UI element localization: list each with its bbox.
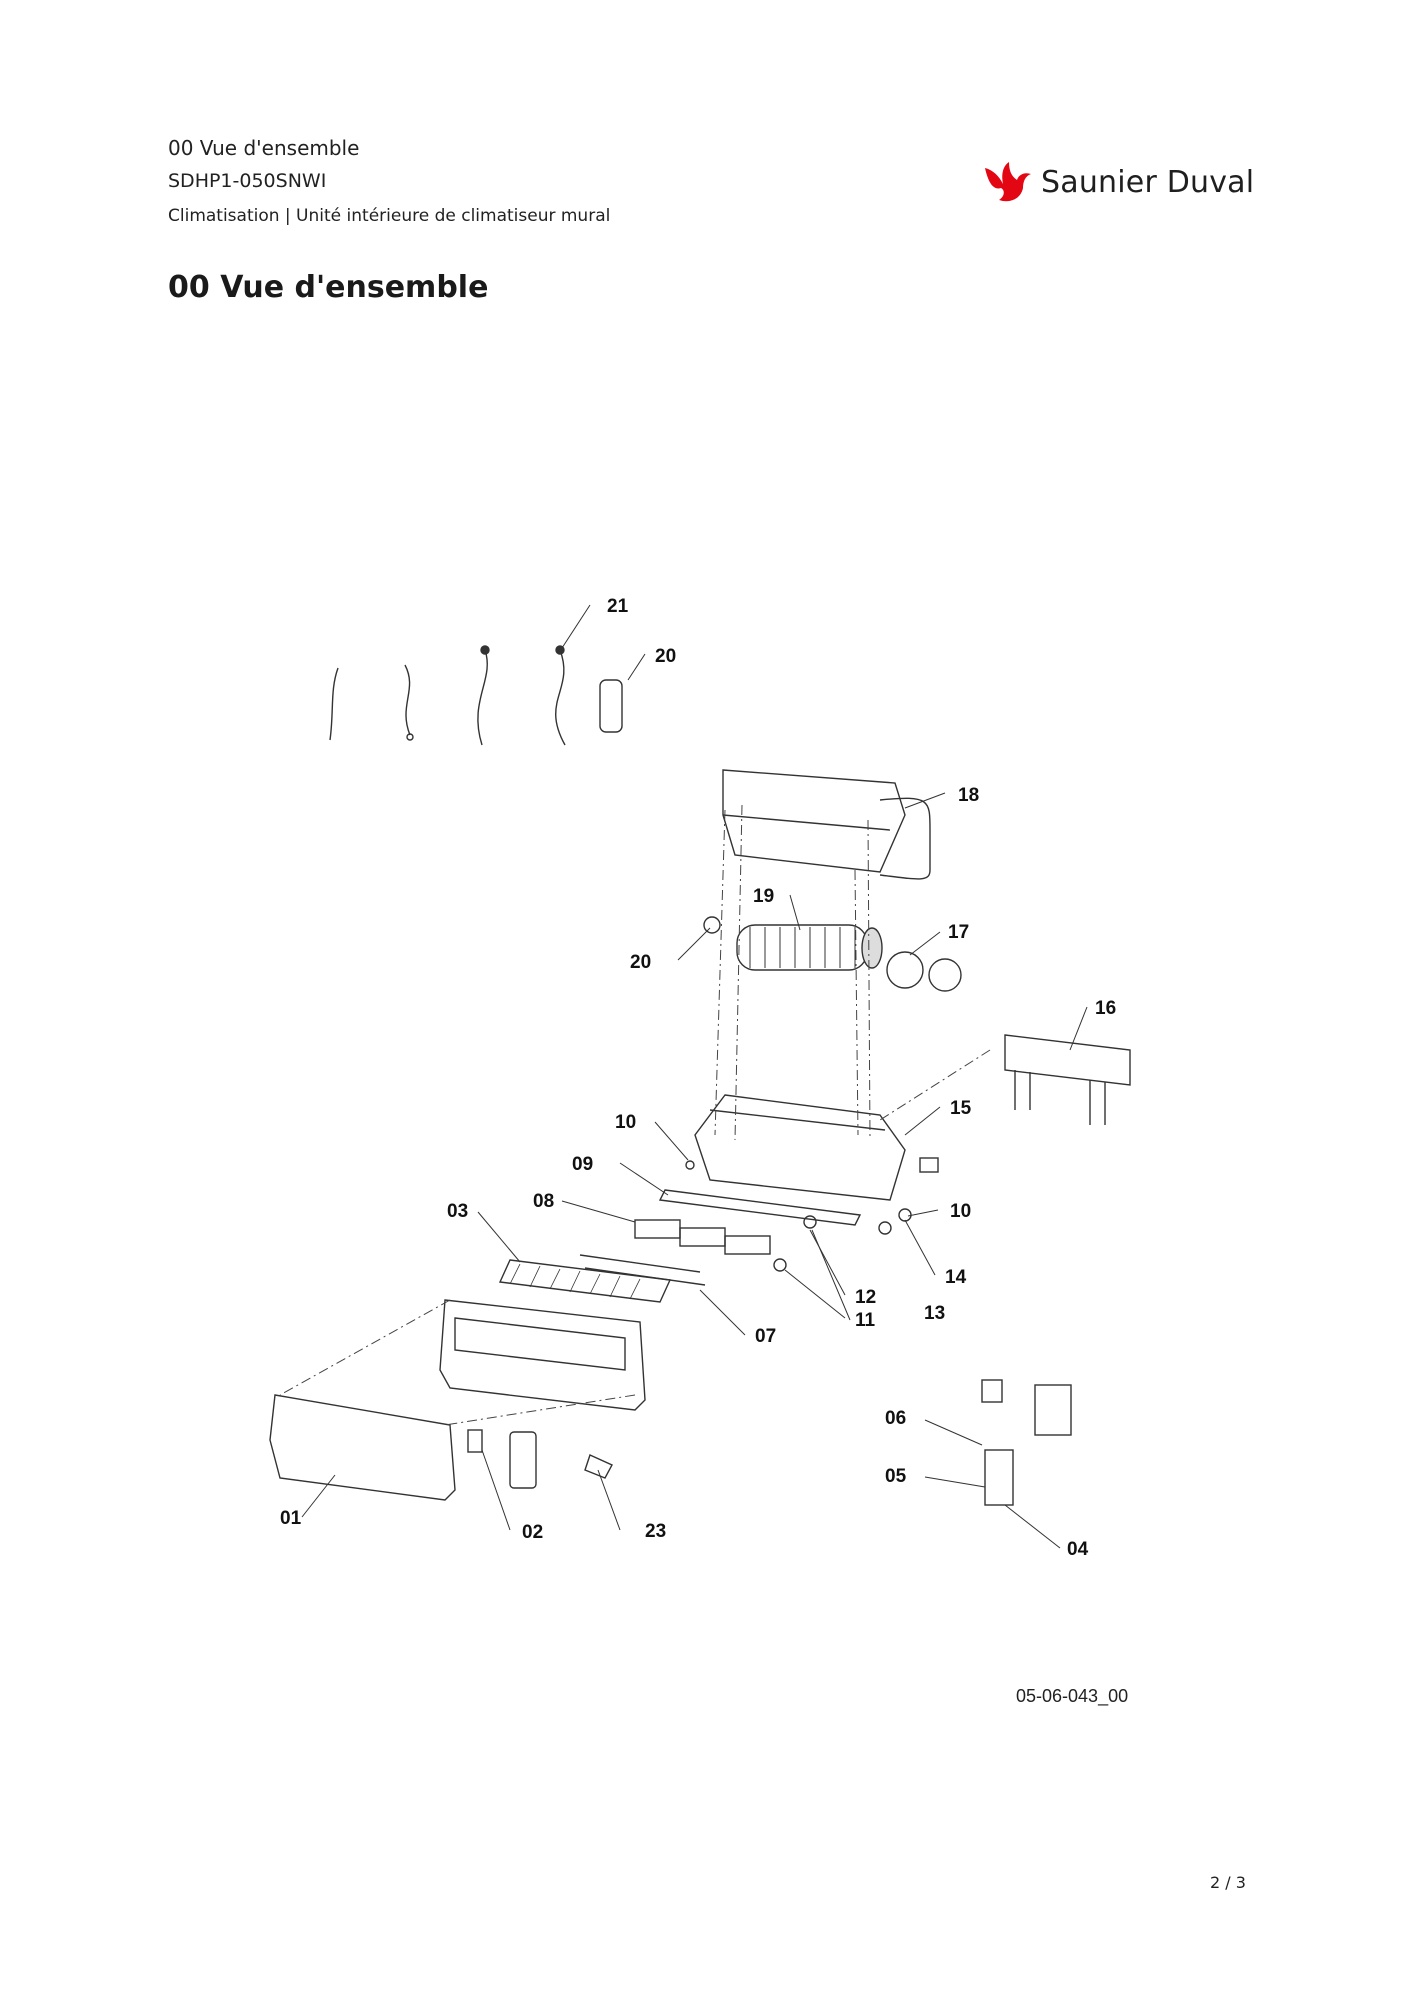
callout-15: 15 — [950, 1098, 972, 1119]
callout-21: 20 — [655, 646, 676, 667]
callout-01: 01 — [280, 1508, 302, 1529]
callout-04: 04 — [1067, 1539, 1089, 1560]
callout-12: 12 — [855, 1287, 876, 1308]
callout-13: 13 — [924, 1303, 945, 1324]
callout-22: 21 — [607, 596, 629, 617]
callout-08: 08 — [533, 1191, 554, 1212]
header-category: Climatisation | Unité intérieure de clim… — [168, 206, 611, 226]
header-model: SDHP1-050SNWI — [168, 170, 327, 192]
callout-11: 11 — [855, 1310, 876, 1331]
callout-17: 17 — [948, 922, 969, 943]
callout-06: 06 — [885, 1408, 906, 1429]
header-title: 00 Vue d'ensemble — [168, 136, 360, 160]
callout-07: 07 — [755, 1326, 776, 1347]
callout-19: 19 — [753, 886, 774, 907]
callout-18: 18 — [958, 785, 979, 806]
brand-name: Saunier Duval — [1041, 164, 1255, 200]
brand-logo: Saunier Duval — [983, 160, 1254, 204]
callout-16: 16 — [1095, 998, 1116, 1019]
page-number: 2 / 3 — [1210, 1873, 1246, 1892]
drawing-reference: 05-06-043_00 — [1016, 1686, 1129, 1706]
bird-logo-icon — [985, 162, 1031, 202]
callout-05: 05 — [885, 1466, 907, 1487]
callout-20: 20 — [630, 952, 651, 973]
callout-02: 02 — [522, 1522, 543, 1543]
callout-10-left: 10 — [615, 1112, 636, 1133]
callout-03: 03 — [447, 1201, 468, 1222]
section-title: 00 Vue d'ensemble — [168, 270, 489, 305]
callout-10-right: 10 — [950, 1201, 971, 1222]
callout-23: 23 — [645, 1521, 666, 1542]
callout-09: 09 — [572, 1154, 593, 1175]
callout-14: 14 — [945, 1267, 967, 1288]
